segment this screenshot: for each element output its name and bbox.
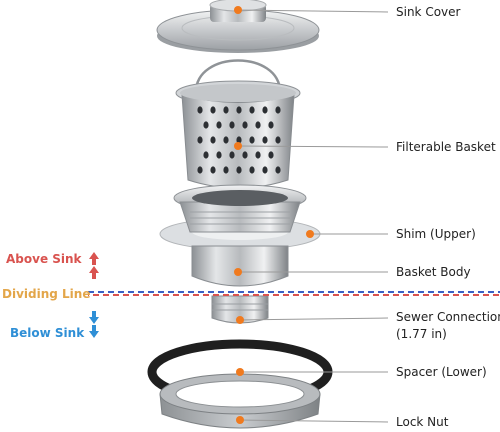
label-sewer-connection: Sewer Connection (396, 310, 500, 324)
basket-hole (210, 136, 216, 144)
above-sink-label: Above Sink (6, 252, 82, 266)
callout-dot-sink-cover (234, 6, 242, 14)
label-sink-cover: Sink Cover (396, 5, 461, 19)
basket-hole (275, 136, 281, 144)
basket-hole (223, 136, 229, 144)
basket-hole (262, 136, 268, 144)
basket-hole (197, 166, 203, 174)
leader-sink-cover (237, 9, 389, 13)
basket-hole (262, 106, 268, 114)
filterable-basket-illustration (175, 59, 301, 189)
callout-dot-shim-upper (306, 230, 314, 238)
basket-hole (216, 151, 222, 159)
basket-hole (249, 106, 255, 114)
basket-hole (236, 136, 242, 144)
leader-sewer-connection (239, 317, 389, 321)
basket-body-illustration (173, 184, 307, 287)
callout-dot-sewer-connection (236, 316, 244, 324)
basket-hole (223, 166, 229, 174)
dividing-line-label: Dividing Line (2, 287, 91, 301)
basket-hole (229, 121, 235, 129)
basket-hole (255, 151, 261, 159)
basket-hole (197, 136, 203, 144)
callout-dot-filterable-basket (234, 142, 242, 150)
basket-hole (210, 166, 216, 174)
label-spacer-lower: Spacer (Lower) (396, 365, 487, 379)
callout-dots (234, 6, 314, 424)
basket-hole (249, 166, 255, 174)
sink-cover-illustration (156, 0, 320, 53)
basket-hole (249, 136, 255, 144)
callout-dot-basket-body (234, 268, 242, 276)
callout-dot-spacer-lower (236, 368, 244, 376)
basket-hole (236, 106, 242, 114)
basket-hole (268, 151, 274, 159)
basket-hole (242, 121, 248, 129)
label-lock-nut: Lock Nut (396, 415, 449, 429)
basket-hole (275, 166, 281, 174)
leader-filterable-basket (237, 145, 389, 148)
label-shim-upper: Shim (Upper) (396, 227, 476, 241)
basket-hole (223, 106, 229, 114)
up-arrows-icon (89, 252, 99, 279)
label-filterable-basket: Filterable Basket (396, 140, 496, 154)
basket-hole (197, 106, 203, 114)
leader-lock-nut (239, 419, 389, 423)
label-sewer-connection-size: (1.77 in) (396, 327, 447, 341)
basket-hole (236, 166, 242, 174)
basket-hole (275, 106, 281, 114)
callout-leaders (237, 9, 389, 423)
down-arrows-icon (89, 311, 99, 338)
basket-hole (203, 121, 209, 129)
lock-nut-illustration (159, 373, 321, 429)
basket-hole (203, 151, 209, 159)
below-sink-label: Below Sink (10, 326, 85, 340)
basket-hole (262, 166, 268, 174)
sewer-connection-illustration (211, 295, 269, 324)
label-basket-body: Basket Body (396, 265, 471, 279)
basket-hole (268, 121, 274, 129)
basket-hole (255, 121, 261, 129)
dividing-line (88, 291, 500, 296)
basket-hole (229, 151, 235, 159)
basket-hole (216, 121, 222, 129)
basket-hole (242, 151, 248, 159)
callout-dot-lock-nut (236, 416, 244, 424)
basket-hole (210, 106, 216, 114)
